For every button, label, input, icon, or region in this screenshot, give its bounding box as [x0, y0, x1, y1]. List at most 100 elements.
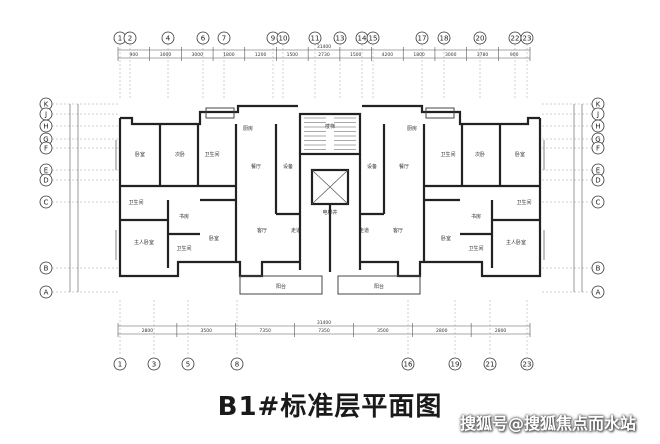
- left-wing-top: [120, 104, 298, 126]
- svg-text:23: 23: [523, 361, 532, 369]
- right-axis-F: F: [591, 141, 605, 155]
- room-bathroom-r3: 卫生间: [468, 245, 483, 252]
- room-elevator: 电梯井: [322, 209, 337, 216]
- windows: [115, 140, 545, 260]
- svg-text:K: K: [596, 101, 601, 109]
- bottom-axis-3: 3: [147, 357, 161, 371]
- room-kitchen-r: 厨房: [407, 125, 417, 132]
- left-top-balcony: [205, 107, 235, 119]
- right-axis-A: A: [591, 285, 605, 299]
- svg-text:K: K: [44, 101, 49, 109]
- svg-text:H: H: [595, 123, 600, 131]
- left-axis-C: C: [39, 195, 53, 209]
- top-dim-total: 31400: [317, 44, 331, 50]
- svg-text:D: D: [43, 177, 48, 185]
- svg-text:A: A: [44, 289, 49, 297]
- bottom-dim-2: 7350: [259, 328, 271, 334]
- elevator-cross: [311, 169, 349, 205]
- bottom-axis-1: 1: [113, 357, 127, 371]
- svg-text:8: 8: [235, 361, 239, 369]
- svg-text:A: A: [596, 289, 601, 297]
- svg-text:6: 6: [201, 35, 206, 43]
- top-dim-3: 1800: [223, 52, 235, 58]
- svg-text:18: 18: [440, 35, 449, 43]
- room-dining-r: 餐厅: [399, 163, 409, 170]
- left-axis-K: K: [39, 97, 53, 111]
- top-axis-11: 11: [308, 31, 322, 45]
- room-labels: 卧室 次卧 卫生间 餐厅 厨房 卫生间 主人卧室 书房 卫生间 卧室 客厅 走道…: [128, 123, 531, 290]
- top-dim-11: 3780: [477, 52, 489, 58]
- svg-text:3: 3: [152, 361, 156, 369]
- svg-text:1: 1: [118, 35, 122, 43]
- bottom-axis-5: 5: [181, 357, 195, 371]
- svg-text:7: 7: [222, 35, 226, 43]
- room-master-bedroom-r: 主人卧室: [506, 239, 526, 246]
- right-axis-D: D: [591, 173, 605, 187]
- stair-treads: [304, 117, 356, 150]
- top-axis-17: 17: [415, 31, 429, 45]
- bottom-dim-1: 3500: [201, 328, 213, 334]
- room-bathroom-l2: 卫生间: [128, 199, 143, 206]
- svg-text:22: 22: [511, 35, 520, 43]
- top-dim-8: 4200: [382, 52, 394, 58]
- left-axis-J: J: [39, 107, 53, 121]
- top-axis-18: 18: [437, 31, 451, 45]
- svg-text:20: 20: [476, 35, 485, 43]
- svg-text:B: B: [596, 265, 601, 273]
- svg-text:C: C: [44, 199, 49, 207]
- room-bathroom-r1: 卫生间: [440, 151, 455, 158]
- top-dim-9: 1800: [413, 52, 425, 58]
- bottom-axis-21: 21: [483, 357, 497, 371]
- bottom-dim-3: 7350: [318, 328, 330, 334]
- svg-text:23: 23: [523, 35, 532, 43]
- svg-text:19: 19: [451, 361, 460, 369]
- room-bedroom-r2: 卧室: [441, 235, 451, 242]
- top-axis-2: 2: [123, 31, 137, 45]
- right-wing-outline: [360, 118, 542, 278]
- stair-core: [298, 112, 362, 156]
- top-axis-10: 10: [276, 31, 290, 45]
- bottom-dim-total: 31400: [317, 320, 331, 326]
- top-axis-20: 20: [473, 31, 487, 45]
- room-stair: 楼梯: [325, 123, 335, 130]
- room-second-bedroom-r: 次卧: [475, 151, 485, 158]
- svg-text:13: 13: [336, 35, 345, 43]
- svg-text:11: 11: [311, 35, 320, 43]
- top-axis-13: 13: [333, 31, 347, 45]
- svg-text:10: 10: [279, 35, 288, 43]
- right-top-balcony: [425, 107, 455, 119]
- left-wing-outline: [118, 118, 300, 278]
- room-bathroom-l1: 卫生间: [204, 151, 219, 158]
- bottom-dim-5: 2800: [436, 328, 448, 334]
- top-axis-14: 14: [355, 31, 369, 45]
- svg-text:14: 14: [358, 35, 367, 43]
- room-corridor-r: 走道: [359, 227, 369, 234]
- plan-title: B1#标准层平面图: [217, 392, 443, 422]
- right-axis-H: H: [591, 119, 605, 133]
- left-axis-H: H: [39, 119, 53, 133]
- svg-text:C: C: [596, 199, 601, 207]
- top-dim-6: 2730: [318, 52, 330, 58]
- left-axis-D: D: [39, 173, 53, 187]
- room-study-l: 书房: [179, 213, 189, 220]
- svg-text:E: E: [44, 167, 48, 175]
- room-balcony-r: 阳台: [374, 283, 384, 290]
- room-bedroom-l1: 卧室: [135, 151, 145, 158]
- svg-text:F: F: [596, 145, 600, 153]
- svg-text:D: D: [595, 177, 600, 185]
- svg-text:21: 21: [486, 361, 495, 369]
- room-kitchen-l: 厨房: [243, 125, 253, 132]
- room-living-r: 客厅: [393, 227, 403, 234]
- top-axis-22: 22: [508, 31, 522, 45]
- room-corridor-l: 走道: [291, 227, 301, 234]
- svg-text:J: J: [596, 111, 599, 119]
- top-dim-1: 3000: [160, 52, 172, 58]
- svg-text:B: B: [44, 265, 49, 273]
- svg-text:J: J: [44, 111, 47, 119]
- top-dim-5: 1500: [287, 52, 299, 58]
